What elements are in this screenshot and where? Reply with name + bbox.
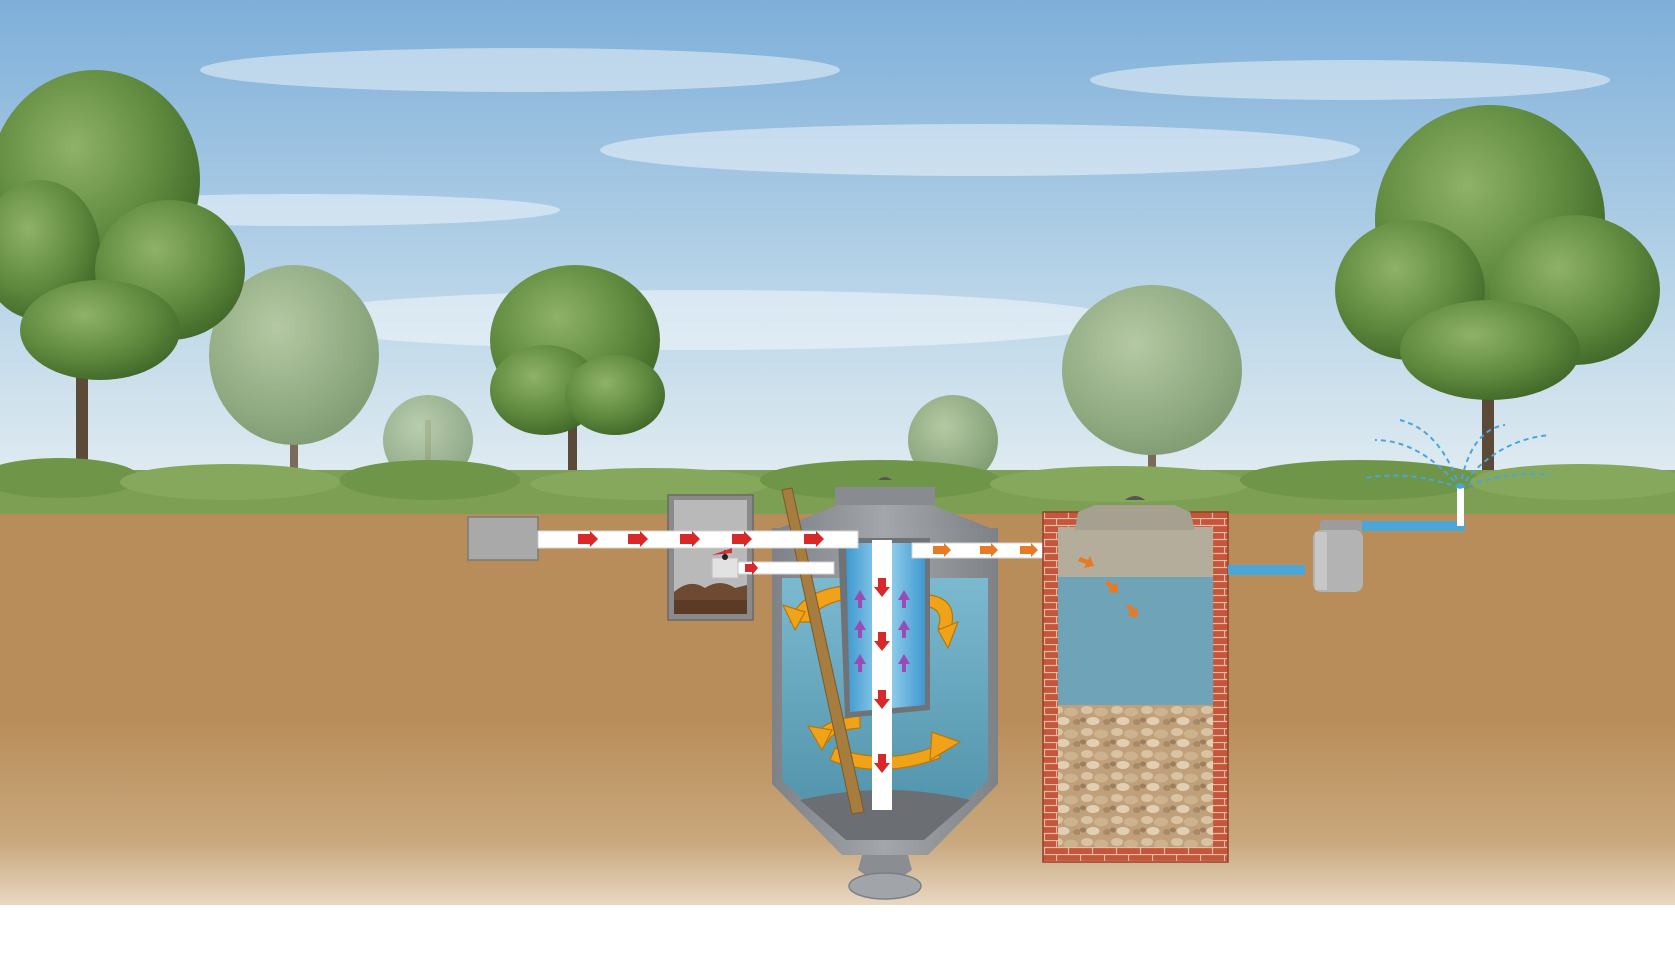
- soil-bottom-fade: [0, 905, 1675, 970]
- pump-tank: [1313, 520, 1363, 592]
- filter-pit: [1043, 496, 1240, 862]
- inlet-box: [468, 517, 538, 560]
- grease-trap: [668, 495, 753, 620]
